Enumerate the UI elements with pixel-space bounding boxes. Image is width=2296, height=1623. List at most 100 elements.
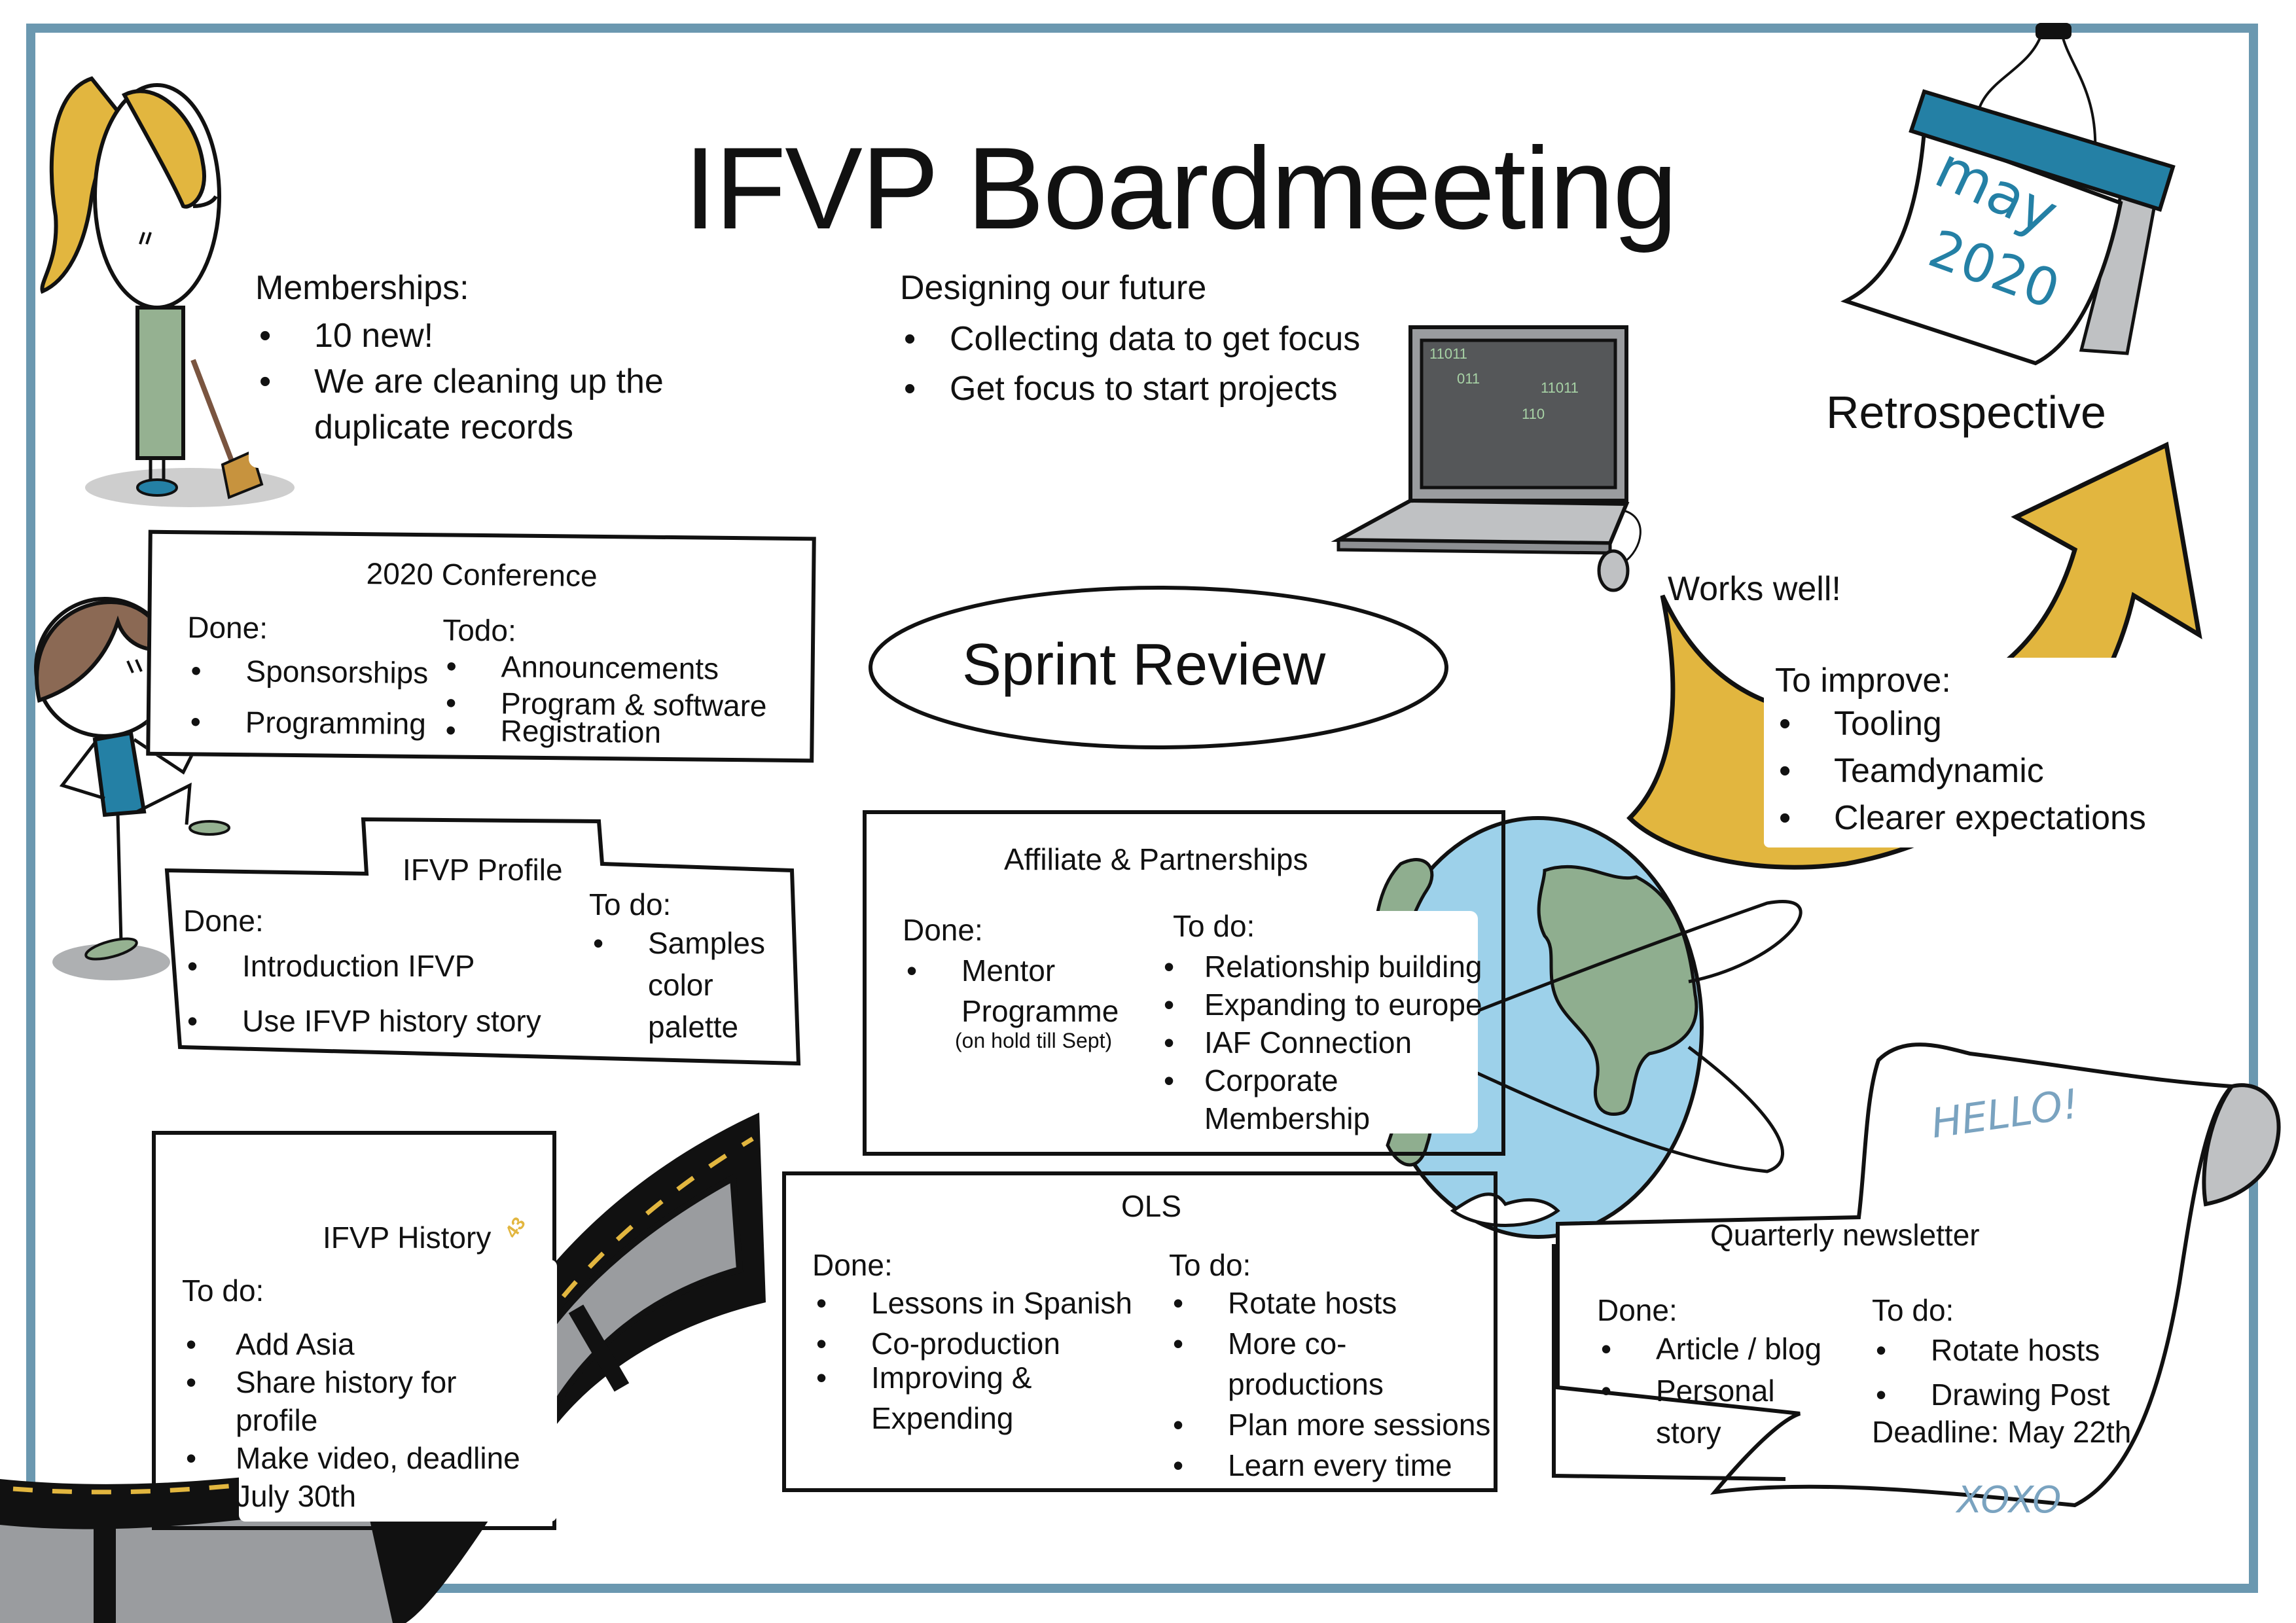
conference-todo-heading: Todo: [442,613,517,648]
to-improve-heading: To improve: [1775,662,1951,700]
history-todo-section: To do: Add Asia Share history forprofile… [182,1273,520,1515]
ols-todo-item: Plan more sessions [1169,1404,1490,1445]
newsletter-card-outline [1552,1244,1786,1481]
newsletter-todo-heading: To do: [1872,1293,1954,1327]
conference-done-item: Programming [186,696,428,749]
affiliate-done-note: (on hold till Sept) [955,1029,1113,1052]
ols-todo-item: Rotate hosts [1169,1283,1490,1323]
designing-heading: Designing our future [900,269,1207,307]
retrospective-label: Retrospective [1826,387,2106,438]
newsletter-todo-item: Drawing Post [1872,1372,2131,1417]
newsletter-deadline: Deadline: May 22th [1872,1415,2132,1449]
memberships-section: Memberships: 10 new! We are cleaning up … [255,268,664,450]
page-frame [26,24,2258,1593]
mouse-cable [1623,509,1641,564]
affiliate-todo-item: Relationship building [1160,948,1482,986]
profile-card: IFVP Profile Done: Introduction IFVP Use… [160,812,805,1073]
designing-item: Collecting data to get focus [900,314,1360,364]
ols-done-heading: Done: [812,1248,893,1282]
designing-item: Get focus to start projects [900,364,1360,414]
laptop-code-2: 011 [1457,370,1480,387]
conference-done-heading: Done: [187,610,268,645]
girl-bangs [121,89,206,209]
to-improve-section: To improve: Tooling Teamdynamic Clearer … [1775,661,2146,842]
profile-done-item: Introduction IFVP [183,938,541,993]
affiliate-todo-item: Expanding to europe [1160,986,1482,1024]
calendar-binding [1909,89,2176,212]
girl-eye [139,232,152,245]
affiliate-todo-heading: To do: [1173,909,1255,943]
ols-done-item: Co-production [812,1323,1132,1364]
to-improve-item: Tooling [1775,700,2146,747]
designing-section: Designing our future Collecting data to … [900,268,1360,414]
girl-shirt [135,306,185,460]
calendar-illustration [1840,23,2176,366]
affiliate-todo-item: IAF Connection [1160,1024,1482,1061]
girl-sweeping-illustration [40,76,295,507]
profile-todo-heading: To do: [589,887,672,921]
ols-card: OLS Done: Lessons in Spanish Co-producti… [782,1171,1498,1492]
conference-done-item: Sponsorships [187,645,429,698]
mouse [1597,549,1630,592]
newsletter-todo-item: Rotate hosts [1872,1328,2131,1372]
ols-todo-heading: To do: [1169,1248,1251,1282]
ols-done-item: Lessons in Spanish [812,1283,1132,1323]
ols-todo-item: Learn every time [1169,1445,1490,1486]
memberships-heading: Memberships: [255,269,469,307]
history-todo-item: Add Asia [182,1325,520,1363]
boy-eye [126,659,143,673]
newsletter-title: Quarterly newsletter [1710,1218,1980,1252]
memberships-item: 10 new! [255,313,664,359]
conference-todo-item: Announcements [442,647,767,687]
history-title: IFVP History [323,1221,492,1255]
sprint-review-ellipse [869,586,1448,749]
calendar-hanger [1975,32,2097,164]
conference-title: 2020 Conference [366,556,598,593]
boy-shirt [92,730,147,817]
laptop-base [1331,498,1630,546]
newsletter-card: Quarterly newsletter Done: Article / blo… [1551,1218,2140,1479]
ols-done-item: Improving &Expending [812,1357,1132,1438]
affiliate-done-heading: Done: [903,913,983,947]
conference-card: 2020 Conference Done: Sponsorships Progr… [146,529,816,763]
works-well-label: Works well! [1668,570,1841,608]
profile-done-heading: Done: [183,904,264,938]
scroll-signoff: XOXO [1957,1479,2062,1522]
to-improve-item: Clearer expectations [1775,794,2146,842]
laptop-screen [1420,338,1617,490]
laptop-illustration [1331,325,1641,592]
laptop-code-4: 110 [1522,406,1545,422]
sprint-review-label: Sprint Review [962,632,1326,698]
laptop-code-1: 11011 [1429,346,1467,362]
ols-todo-item: More co-productions [1169,1323,1490,1404]
calendar-page [1840,128,2123,366]
affiliate-todo-section: To do: Relationship building Expanding t… [1164,908,1482,1137]
page-title: IFVP Boardmeeting [684,123,1677,253]
affiliate-card: Affiliate & Partnerships Done: MentorPro… [863,810,1505,1156]
newsletter-done-heading: Done: [1597,1293,1677,1327]
to-improve-item: Teamdynamic [1775,747,2146,794]
profile-title: IFVP Profile [403,853,563,887]
boy-shoe [84,937,138,961]
scroll-roll [2202,1083,2281,1207]
ols-title: OLS [1121,1189,1182,1223]
newsletter-done-item: Article / blog [1597,1328,1821,1370]
affiliate-title: Affiliate & Partnerships [1004,842,1308,876]
profile-done-item: Use IFVP history story [183,993,541,1048]
boy-shadow [52,944,170,980]
history-todo-heading: To do: [182,1274,264,1308]
globe-land-1 [1537,865,1698,1116]
girl-shoe [136,478,178,497]
conference-todo-item: Registration [441,711,766,751]
laptop-code-3: 11011 [1541,380,1579,396]
boy-illustration [34,597,230,980]
girl-shadow [85,468,295,507]
broom-handle [190,359,238,473]
